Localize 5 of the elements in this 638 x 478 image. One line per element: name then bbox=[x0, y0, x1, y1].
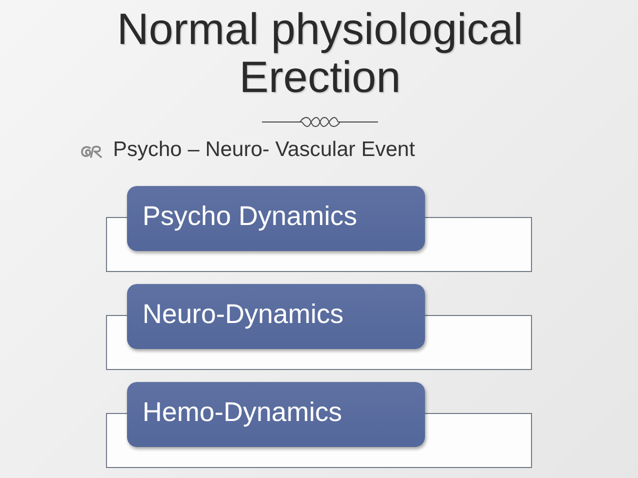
list-heading-tab: Neuro-Dynamics bbox=[126, 284, 424, 348]
bullet-text: Psycho – Neuro- Vascular Event bbox=[113, 137, 415, 163]
list-heading-tab: Hemo-Dynamics bbox=[126, 382, 424, 446]
list-heading-tab: Psycho Dynamics bbox=[126, 186, 424, 250]
slide-title: Normal physiological Erection bbox=[116, 6, 524, 102]
